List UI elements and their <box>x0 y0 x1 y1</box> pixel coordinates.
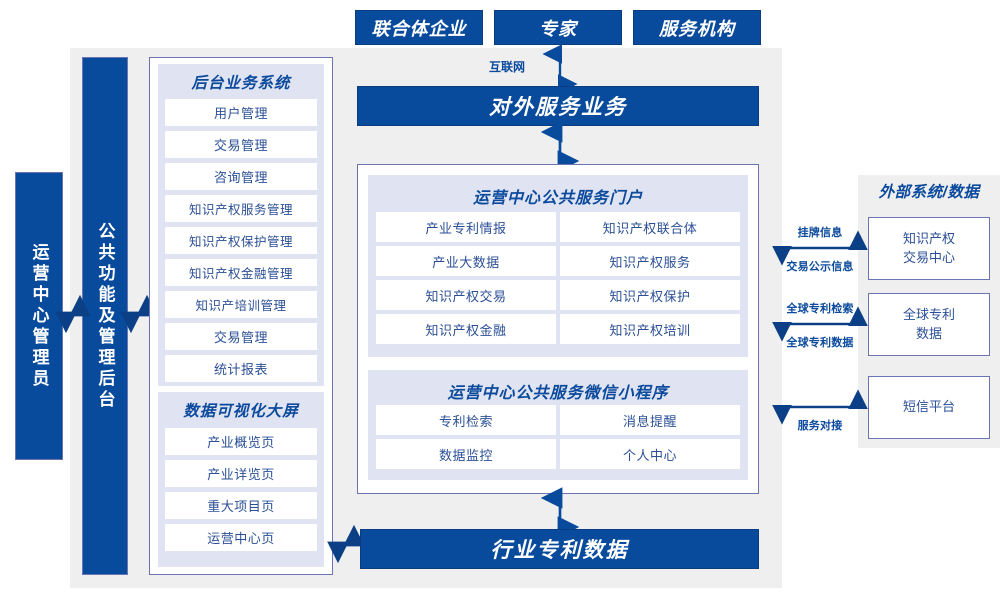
cell-label: 用户管理 <box>213 106 268 121</box>
portal-item-ip-consortium[interactable]: 知识产权联合体 <box>560 212 740 242</box>
backend-item-trade-mgmt-2[interactable]: 交易管理 <box>165 323 317 350</box>
actor-label: 服务机构 <box>659 18 735 39</box>
cell-label: 知识产培训管理 <box>195 299 287 313</box>
cell-label: 数据监控 <box>438 447 493 463</box>
internet-label: 互联网 <box>489 60 526 74</box>
extbox-line1: 全球专利 <box>902 306 955 322</box>
viz-item-major-project[interactable]: 重大项目页 <box>165 492 317 519</box>
cell-label: 知识产权联合体 <box>602 220 698 236</box>
cell-label: 专利检索 <box>438 413 493 429</box>
cell-label: 产业概览页 <box>207 435 275 450</box>
portal-item-ip-training[interactable]: 知识产权培训 <box>560 314 740 344</box>
miniprogram-item-patent-search[interactable]: 专利检索 <box>376 405 556 435</box>
portal-item-ip-protection[interactable]: 知识产权保护 <box>560 280 740 310</box>
external-connector-global-patent <box>772 306 868 342</box>
viz-item-operation-center[interactable]: 运营中心页 <box>165 524 317 551</box>
visualization-title: 数据可视化大屏 <box>183 403 299 420</box>
admin-to-backend-connector <box>55 294 91 334</box>
actor-bar-service-org[interactable]: 服务机构 <box>633 10 761 45</box>
backend-item-user-mgmt[interactable]: 用户管理 <box>165 99 317 126</box>
external-service-label: 对外服务业务 <box>489 96 627 119</box>
cell-label: 消息提醒 <box>622 413 677 429</box>
external-box-sms-platform[interactable]: 短信平台 <box>868 376 990 439</box>
external-connector-trade <box>772 230 868 266</box>
cell-label: 个人中心 <box>622 447 677 463</box>
miniprogram-item-message-alert[interactable]: 消息提醒 <box>560 405 740 435</box>
extbox-line1: 短信平台 <box>902 399 955 415</box>
backend-item-ip-service-mgmt[interactable]: 知识产权服务管理 <box>165 195 317 222</box>
external-connector-sms <box>772 389 868 425</box>
external-box-global-patent-data[interactable]: 全球专利 数据 <box>868 293 990 356</box>
cell-label: 知识产权保护 <box>609 288 691 304</box>
portal-item-industry-bigdata[interactable]: 产业大数据 <box>376 246 556 276</box>
actor-label: 联合体企业 <box>371 18 467 39</box>
portal-item-ip-trade[interactable]: 知识产权交易 <box>376 280 556 310</box>
pillar-common-function-backend[interactable]: 公共功能及管理后台 <box>82 57 128 575</box>
cell-label: 运营中心页 <box>207 531 275 546</box>
backend-item-ip-training-mgmt[interactable]: 知识产培训管理 <box>165 291 317 318</box>
connector-label-global-patent-search: 全球专利检索 <box>786 303 854 315</box>
cell-label: 知识产权保护管理 <box>188 235 293 249</box>
modules-to-industry-data-connector <box>327 524 365 564</box>
extbox-line2: 交易中心 <box>902 249 955 265</box>
extbox-line1: 知识产权 <box>902 230 955 246</box>
pillar-label: 公共功能及管理后台 <box>95 221 115 411</box>
external-box-ip-trade-center[interactable]: 知识产权 交易中心 <box>868 217 990 280</box>
cell-label: 产业专利情报 <box>425 220 507 236</box>
actor-bar-expert[interactable]: 专家 <box>494 10 622 45</box>
cell-label: 知识产权交易 <box>425 288 507 304</box>
connector-label-service-docking: 服务对接 <box>797 420 843 432</box>
cell-label: 知识产权服务管理 <box>188 203 293 217</box>
actor-bar-consortium[interactable]: 联合体企业 <box>355 10 483 45</box>
portal-title: 运营中心公共服务门户 <box>472 190 643 207</box>
miniprogram-title: 运营中心公共服务微信小程序 <box>447 385 669 402</box>
viz-item-industry-overview[interactable]: 产业概览页 <box>165 428 317 455</box>
industry-patent-data-band[interactable]: 行业专利数据 <box>360 529 759 569</box>
actor-label: 专家 <box>539 18 577 39</box>
industry-data-label: 行业专利数据 <box>490 539 629 562</box>
pillar-operation-center-admin[interactable]: 运营中心管理员 <box>15 172 63 460</box>
cell-label: 产业详览页 <box>207 467 275 482</box>
connector-label-global-patent-data: 全球专利数据 <box>786 337 854 349</box>
cell-label: 统计报表 <box>213 362 268 377</box>
backend-item-consult-mgmt[interactable]: 咨询管理 <box>165 163 317 190</box>
portal-item-ip-finance[interactable]: 知识产权金融 <box>376 314 556 344</box>
cell-label: 知识产权金融管理 <box>188 267 293 281</box>
cell-label: 知识产权服务 <box>609 254 691 270</box>
portal-item-patent-intel[interactable]: 产业专利情报 <box>376 212 556 242</box>
backend-item-ip-finance-mgmt[interactable]: 知识产权金融管理 <box>165 259 317 286</box>
cell-label: 知识产权培训 <box>609 322 691 338</box>
connector-label-listing-info: 挂牌信息 <box>797 227 843 239</box>
cell-label: 知识产权金融 <box>425 322 507 338</box>
connector-label-trade-public-info: 交易公示信息 <box>786 261 854 273</box>
extbox-line2: 数据 <box>915 325 942 341</box>
internet-connector <box>520 44 580 94</box>
miniprogram-item-personal-center[interactable]: 个人中心 <box>560 439 740 469</box>
cell-label: 交易管理 <box>213 138 268 153</box>
backend-to-modules-connector <box>120 294 158 334</box>
cell-label: 咨询管理 <box>213 170 268 185</box>
external-systems-title: 外部系统/数据 <box>878 184 980 201</box>
external-service-band[interactable]: 对外服务业务 <box>357 86 759 126</box>
cell-label: 交易管理 <box>213 330 268 345</box>
portal-to-industry-data-connector <box>540 487 580 538</box>
backend-system-title: 后台业务系统 <box>191 75 291 92</box>
backend-item-statistics-report[interactable]: 统计报表 <box>165 355 317 382</box>
portal-item-ip-service[interactable]: 知识产权服务 <box>560 246 740 276</box>
cell-label: 产业大数据 <box>432 254 500 270</box>
backend-item-ip-protection-mgmt[interactable]: 知识产权保护管理 <box>165 227 317 254</box>
backend-item-trade-mgmt[interactable]: 交易管理 <box>165 131 317 158</box>
viz-item-industry-detail[interactable]: 产业详览页 <box>165 460 317 487</box>
pillar-label: 运营中心管理员 <box>29 242 49 390</box>
service-to-portal-connector <box>540 121 580 172</box>
cell-label: 重大项目页 <box>207 499 275 514</box>
miniprogram-item-data-monitor[interactable]: 数据监控 <box>376 439 556 469</box>
